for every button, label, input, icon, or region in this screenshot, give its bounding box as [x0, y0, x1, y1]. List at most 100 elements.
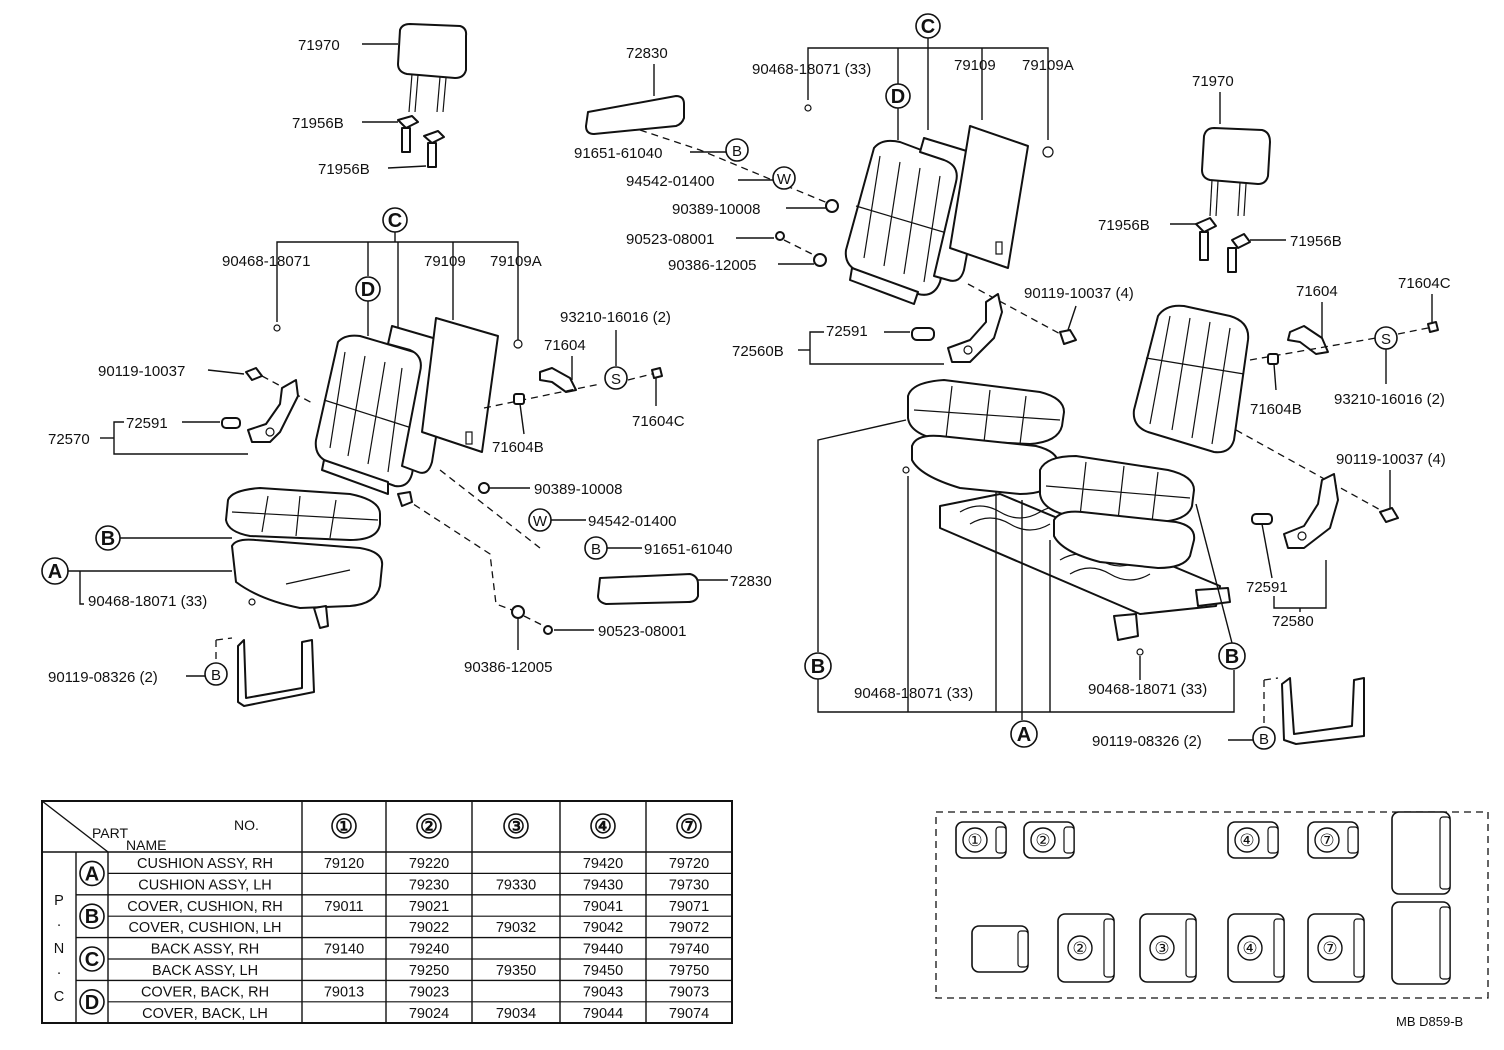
- table-cell: 79250: [409, 963, 449, 979]
- label-washer-left: 94542-01400: [588, 513, 676, 530]
- table-corner-no: NO.: [234, 817, 259, 833]
- table-row-name: COVER, BACK, LH: [142, 1006, 268, 1022]
- table-cell: 79740: [669, 942, 709, 958]
- label-hinge-pin-left: 71604C: [632, 413, 685, 430]
- label-clip-right-a: 90468-18071 (33): [854, 685, 973, 702]
- cap-left: [543, 625, 553, 635]
- svg-text:②: ②: [1035, 831, 1050, 850]
- label-cover-cap-right: 72591: [1246, 579, 1288, 596]
- svg-text:B: B: [732, 143, 742, 160]
- layout-seat: ⑦: [1307, 821, 1359, 859]
- table-group-letter: A: [85, 863, 99, 885]
- table-cell: 79720: [669, 856, 709, 872]
- bracket-right: [1263, 677, 1365, 745]
- label-clip-right-b: 90468-18071 (33): [1088, 681, 1207, 698]
- label-armrest-left: 72830: [730, 573, 772, 590]
- label-ring-right: 93210-16016 (2): [1334, 391, 1445, 408]
- table-cell: 79750: [669, 963, 709, 979]
- label-bracket-bolt-left: 90119-08326 (2): [48, 669, 158, 686]
- table-cell: 79420: [583, 856, 623, 872]
- table-cell: 79240: [409, 942, 449, 958]
- table-col-circle: [331, 813, 357, 839]
- table-cell: 79073: [669, 984, 709, 1000]
- label-grommet-left: 90386-12005: [464, 659, 552, 676]
- table-group-letter: D: [85, 992, 99, 1014]
- table-group-circle: [79, 946, 105, 972]
- label-cap-left: 90523-08001: [598, 623, 686, 640]
- table-cell: 79230: [409, 877, 449, 893]
- table-col-circle: [416, 813, 442, 839]
- label-adjuster-left: 72570: [48, 431, 90, 448]
- svg-text:②: ②: [1072, 939, 1087, 958]
- svg-text:C: C: [388, 210, 402, 232]
- table-row-name: COVER, BACK, RH: [141, 984, 269, 1000]
- adjuster-center: [947, 293, 1003, 363]
- right-seat-assembly: 71970 71956B 71956B 71604 71604C: [804, 73, 1451, 750]
- svg-text:D: D: [361, 279, 375, 301]
- svg-text:④: ④: [1239, 831, 1254, 850]
- label-headrest-right: 71970: [1192, 73, 1234, 90]
- label-cover-cap-center: 72591: [826, 323, 868, 340]
- label-cap-center: 90523-08001: [626, 231, 714, 248]
- label-armrest-center: 72830: [626, 45, 668, 62]
- back-frame-left: [421, 317, 499, 453]
- grommet-center: [813, 253, 827, 267]
- cover-cap-right: [1251, 513, 1273, 525]
- table-cell: 79021: [409, 899, 449, 915]
- seat-back-left: [314, 334, 432, 495]
- label-support-right-b: 71956B: [1290, 233, 1342, 250]
- svg-text:B: B: [1259, 731, 1269, 748]
- hinge-b-right: [1267, 353, 1279, 365]
- svg-text:S: S: [1381, 331, 1391, 348]
- bench-cushion-rear: [1039, 455, 1196, 569]
- label-back-frame-a-center: 79109A: [1022, 57, 1074, 74]
- svg-text:③: ③: [1154, 939, 1169, 958]
- label-clip-bottom-left: 90468-18071 (33): [88, 593, 207, 610]
- svg-text:④: ④: [1242, 939, 1257, 958]
- callout-b-right-bracket: [1252, 726, 1276, 750]
- table-row-name: COVER, CUSHION, RH: [127, 899, 283, 915]
- svg-text:⑦: ⑦: [1319, 831, 1334, 850]
- table-cell: 79043: [583, 984, 623, 1000]
- table-cell: 79074: [669, 1006, 709, 1022]
- hinge-b-left: [513, 393, 525, 405]
- table-row-name: BACK ASSY, LH: [152, 963, 258, 979]
- table-pnc-letter: N: [54, 941, 64, 957]
- table-col-header: ③: [507, 816, 525, 838]
- label-washer-center: 94542-01400: [626, 173, 714, 190]
- table-group-letter: C: [85, 949, 99, 971]
- svg-text:B: B: [591, 541, 601, 558]
- svg-text:B: B: [1225, 646, 1239, 668]
- layout-seat: [1391, 901, 1451, 985]
- table-cell: 79011: [324, 899, 363, 915]
- table-corner-part: PART: [92, 825, 128, 841]
- table-cell: 79071: [669, 899, 709, 915]
- table-corner-name: NAME: [126, 837, 166, 853]
- table-col-header: ⑦: [680, 816, 698, 838]
- label-clip-center: 90468-18071 (33): [752, 61, 871, 78]
- callout-a-right: [1010, 720, 1038, 748]
- table-col-circle: [503, 813, 529, 839]
- headrest-left: [397, 23, 468, 113]
- table-pnc-letter: P: [54, 893, 64, 909]
- label-clip-left: 90468-18071: [222, 253, 310, 270]
- label-back-frame-center: 79109: [954, 57, 996, 74]
- hinge-left: [539, 367, 577, 393]
- layout-seat: [971, 925, 1029, 973]
- label-support-left-b: 71956B: [318, 161, 370, 178]
- cover-cap-center: [911, 327, 935, 341]
- left-seat-assembly: 71970 71956B 71956B C D 90468-18071 7910…: [41, 23, 772, 707]
- table-row-name: BACK ASSY, RH: [151, 942, 260, 958]
- table-group-circle: [79, 903, 105, 930]
- table-cell: 79220: [409, 856, 449, 872]
- label-bolt-center: 90119-10037 (4): [1024, 285, 1134, 302]
- adjuster-right: [1283, 473, 1339, 549]
- table-group-circle: [79, 988, 105, 1015]
- table-col-header: ①: [335, 816, 353, 838]
- svg-text:①: ①: [967, 831, 982, 850]
- seat-back-right: [1132, 304, 1250, 454]
- table-col-header: ②: [420, 816, 438, 838]
- callout-w-center: [772, 166, 796, 190]
- center-seat-assembly: 72830 B 91651-61040 W 94542-01400 90389-…: [574, 13, 1134, 365]
